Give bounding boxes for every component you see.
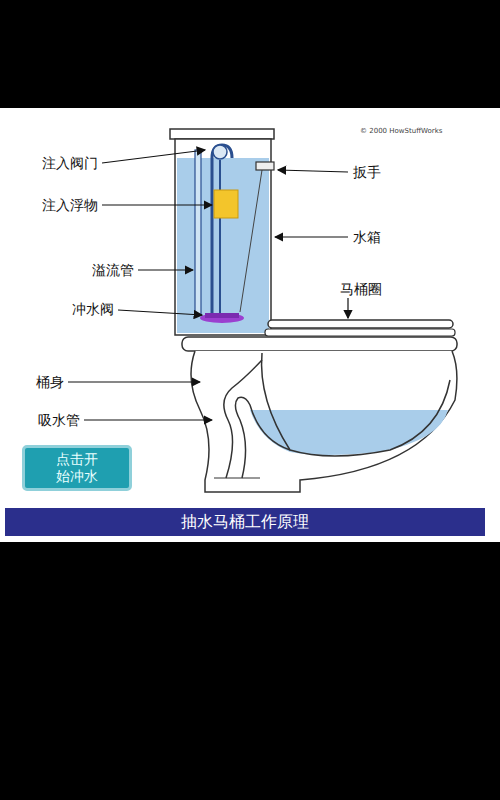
part-label: 注入浮物 [42, 197, 98, 213]
part-label: 冲水阀 [72, 301, 114, 317]
button-text: 点击开 始冲水 [55, 451, 100, 485]
part-label: 溢流管 [92, 262, 134, 278]
part-label: 水箱 [353, 229, 381, 245]
title-band: 抽水马桶工作原理 [5, 508, 485, 536]
copyright-note: © 2000 HowStuffWorks [360, 123, 442, 139]
part-label: 注入阀门 [42, 155, 98, 171]
part-label: 吸水管 [38, 412, 80, 428]
part-label: 马桶圈 [340, 281, 382, 297]
diagram-title: 抽水马桶工作原理 [181, 512, 309, 533]
part-label: 桶身 [36, 374, 64, 390]
part-label: 扳手 [353, 164, 381, 180]
flush-button: 点击开 始冲水 [22, 445, 132, 491]
